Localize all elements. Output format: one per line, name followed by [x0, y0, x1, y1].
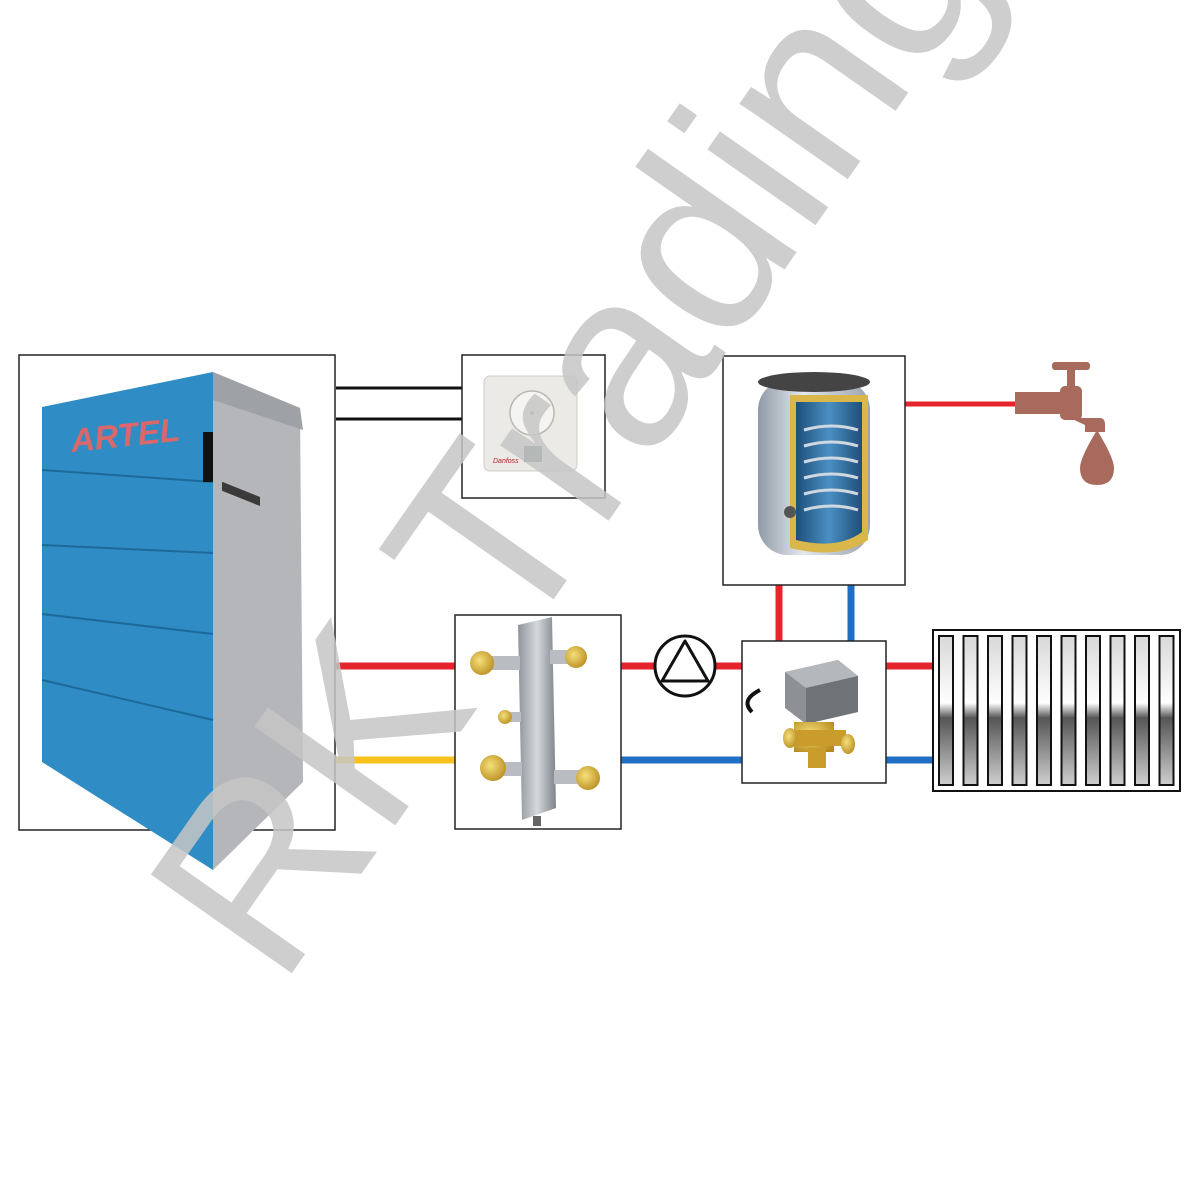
radiator-fin — [1158, 635, 1175, 786]
separator-lower-left-cap — [480, 755, 506, 781]
radiator-fin — [1109, 635, 1126, 786]
water-tap-icon — [1015, 362, 1114, 485]
boiler-image: ARTEL — [41, 372, 303, 870]
hydraulic-separator-image — [470, 617, 600, 826]
three-way-valve-image — [745, 660, 858, 768]
radiator-icon — [932, 629, 1181, 792]
separator-upper-right-cap — [565, 646, 587, 668]
hydraulic-separator-panel — [454, 614, 622, 830]
pipes — [336, 386, 1015, 764]
hot-water-tank-image — [758, 372, 870, 555]
radiator-fin — [1060, 635, 1077, 786]
room-thermostat-image: Danfoss — [483, 375, 578, 472]
radiator-fin — [1134, 635, 1150, 786]
circulation-pump-icon — [653, 634, 717, 698]
thermostat-panel: Danfoss — [461, 354, 606, 499]
diverter-valve-panel — [741, 640, 887, 784]
radiator-fin — [938, 635, 954, 786]
separator-upper-left-cap — [470, 651, 494, 675]
radiator-fin — [962, 635, 979, 786]
separator-lower-right-cap — [576, 766, 600, 790]
thermostat-brand-label: Danfoss — [493, 458, 519, 465]
radiator-fin — [1085, 635, 1101, 786]
boiler-panel: ARTEL — [18, 354, 336, 870]
water-drop-icon — [1080, 430, 1114, 485]
radiator-fin — [987, 635, 1003, 786]
radiator-fin — [1036, 635, 1052, 786]
radiator-fin — [1011, 635, 1028, 786]
hot-water-tank-panel — [722, 355, 906, 586]
